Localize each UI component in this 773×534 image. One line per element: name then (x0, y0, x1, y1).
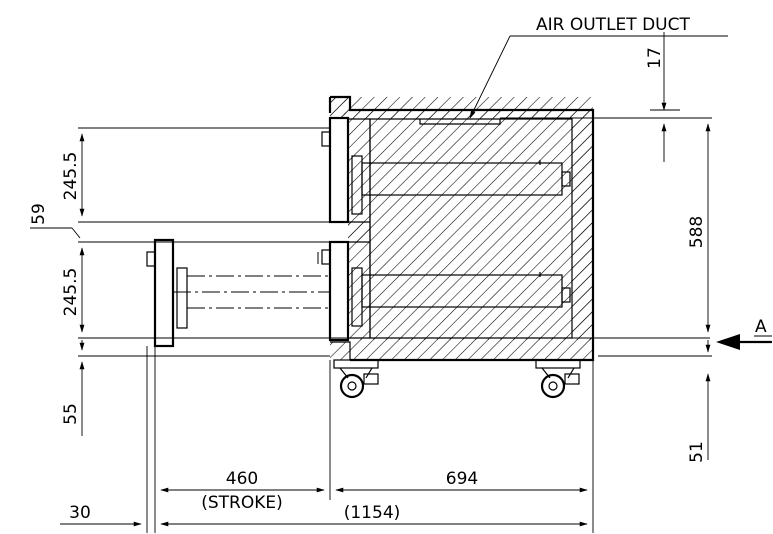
dim-lower-245: 245.5 (61, 247, 85, 333)
dim-1154-label: (1154) (344, 503, 401, 523)
air-outlet-duct-callout: AIR OUTLET DUCT (469, 15, 728, 119)
dim-694-label: 694 (446, 469, 478, 489)
dim-30-label: 30 (69, 503, 91, 523)
view-arrow-a: A (716, 317, 772, 350)
dim-30: 30 (60, 503, 142, 527)
dim-1154: (1154) (160, 503, 588, 527)
dim-460: 460 (STROKE) (160, 469, 325, 513)
cabinet (328, 95, 595, 362)
drawer-fronts (146, 116, 571, 348)
air-outlet-duct-label: AIR OUTLET DUCT (536, 15, 690, 35)
dim-588-label: 588 (687, 216, 707, 248)
dim-694: 694 (335, 469, 588, 493)
dim-55-label: 55 (61, 403, 81, 425)
dim-upper-245: 245.5 (61, 133, 85, 217)
dim-460-value: 460 (226, 469, 258, 489)
caster-right (535, 359, 581, 399)
dim-460-caption: (STROKE) (201, 493, 283, 513)
dim-17-label: 17 (645, 47, 665, 69)
dim-588: 588 (687, 123, 711, 333)
dim-upper-245-label: 245.5 (61, 152, 81, 201)
dim-51-label: 51 (687, 441, 707, 463)
view-marker-label: A (755, 317, 767, 337)
dim-55: 55 (61, 340, 85, 436)
dim-51: 51 (687, 340, 711, 463)
dim-17: 17 (645, 32, 680, 162)
dim-lower-245-label: 245.5 (61, 268, 81, 317)
dim-59-label: 59 (29, 203, 49, 225)
dim-59: 59 (29, 203, 81, 239)
extension-lines (78, 117, 712, 533)
caster-left (333, 359, 379, 399)
